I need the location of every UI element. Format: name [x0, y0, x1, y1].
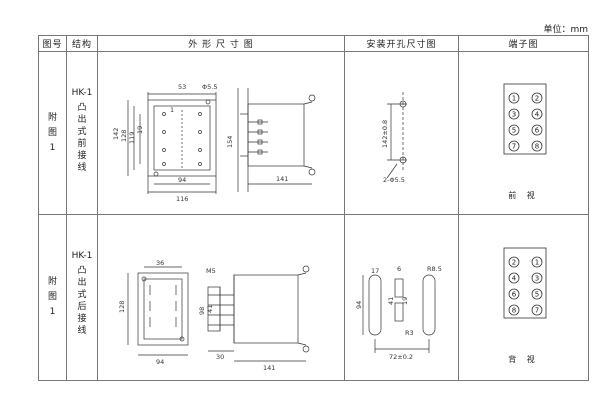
terminal-7: 7	[512, 142, 516, 150]
mount-drawing-cell: 17 6 R8.5 94 41 19 R3 72±0.2	[344, 214, 459, 381]
outline-drawing-front: 53 Φ5.5 142 128 119 19 1 94 116 154 141	[112, 83, 316, 203]
terminal-diagram-front: 1 2 3 4 5 6 7 8	[503, 83, 547, 154]
dim-d: M5	[206, 267, 216, 275]
structure-cell: HK-1 凸出式 前接线	[66, 51, 98, 215]
outline-drawing-cell: 36 128 94 M5 98 41 30 141	[97, 214, 345, 381]
dim-h: 141	[263, 364, 275, 372]
model-name: HK-1	[71, 251, 93, 261]
mount-drawing-cell: 142±0.8 2-Φ5.5	[344, 51, 459, 215]
dim-i: 116	[176, 195, 188, 203]
unit-label: 单位：mm	[543, 25, 588, 35]
terminal-8: 8	[512, 307, 516, 315]
dim-a: 53	[178, 83, 186, 91]
dim-g: 1	[170, 106, 174, 114]
view-label-back: 背 视	[508, 355, 539, 364]
dim-m: 41	[387, 297, 395, 305]
dim-b: Φ5.5	[202, 83, 217, 91]
header-fig-no: 图号	[38, 35, 67, 52]
structure-desc: 凸出式 后接线	[77, 266, 87, 336]
terminal-2: 2	[512, 259, 516, 267]
header-mount: 安装开孔尺寸图	[344, 35, 459, 52]
dim-f: 19	[136, 126, 144, 134]
dim-p: 72±0.2	[389, 353, 413, 361]
dim-g: 30	[216, 353, 224, 361]
terminal-diagram-back: 2 1 4 3 6 5 8 7	[503, 247, 547, 319]
header-row: 图号 结构 外 形 尺 寸 图 安装开孔尺寸图 端子图	[38, 35, 589, 52]
dim-n: 19	[401, 297, 409, 305]
dim-c: 142	[112, 128, 120, 140]
structure-cell: HK-1 凸出式 后接线	[66, 214, 98, 381]
terminal-3: 3	[512, 110, 516, 118]
header-structure: 结构	[66, 35, 98, 52]
dim-a: 36	[156, 259, 164, 267]
terminal-1: 1	[512, 94, 516, 102]
terminal-1: 1	[535, 259, 539, 267]
dim-m1: 142±0.8	[381, 120, 389, 148]
dim-b: 128	[118, 301, 126, 313]
outline-drawing-back: 36 128 94 M5 98 41 30 141	[118, 259, 310, 372]
dim-k: 141	[276, 175, 288, 183]
dim-k: R8.5	[427, 265, 442, 273]
terminal-4: 4	[535, 110, 540, 118]
mount-drawing-back: 17 6 R8.5 94 41 19 R3 72±0.2	[355, 265, 442, 361]
structure-desc: 凸出式 前接线	[77, 103, 87, 173]
dim-f: 41	[206, 305, 214, 313]
header-terminal: 端子图	[458, 35, 589, 52]
dim-j: 154	[226, 136, 234, 148]
dim-j: 6	[397, 265, 401, 273]
dim-h: 94	[178, 176, 186, 184]
dim-e: 98	[198, 307, 206, 315]
dim-i: 17	[371, 267, 379, 275]
terminal-cell: 1 2 3 4 5 6 7 8 前 视	[458, 51, 589, 215]
view-label-front: 前 视	[508, 190, 539, 200]
header-outline: 外 形 尺 寸 图	[97, 35, 345, 52]
mount-drawing-front: 142±0.8 2-Φ5.5	[381, 92, 407, 184]
dim-o: R3	[405, 329, 414, 337]
dim-d: 128	[120, 130, 128, 142]
terminal-8: 8	[535, 142, 539, 150]
dim-c: 94	[156, 358, 164, 366]
model-name: HK-1	[71, 88, 93, 98]
terminal-5: 5	[512, 126, 516, 134]
dim-l: 94	[355, 301, 363, 309]
terminal-3: 3	[535, 275, 539, 283]
terminal-cell: 2 1 4 3 6 5 8 7 背 视	[458, 214, 589, 381]
outline-drawing-cell: 53 Φ5.5 142 128 119 19 1 94 116 154 141	[97, 51, 345, 215]
terminal-6: 6	[535, 126, 540, 134]
terminal-4: 4	[512, 275, 517, 283]
terminal-7: 7	[535, 307, 539, 315]
dim-m2: 2-Φ5.5	[383, 176, 405, 184]
terminal-6: 6	[512, 291, 517, 299]
terminal-2: 2	[535, 94, 539, 102]
terminal-5: 5	[535, 291, 539, 299]
dim-e: 119	[128, 132, 136, 144]
